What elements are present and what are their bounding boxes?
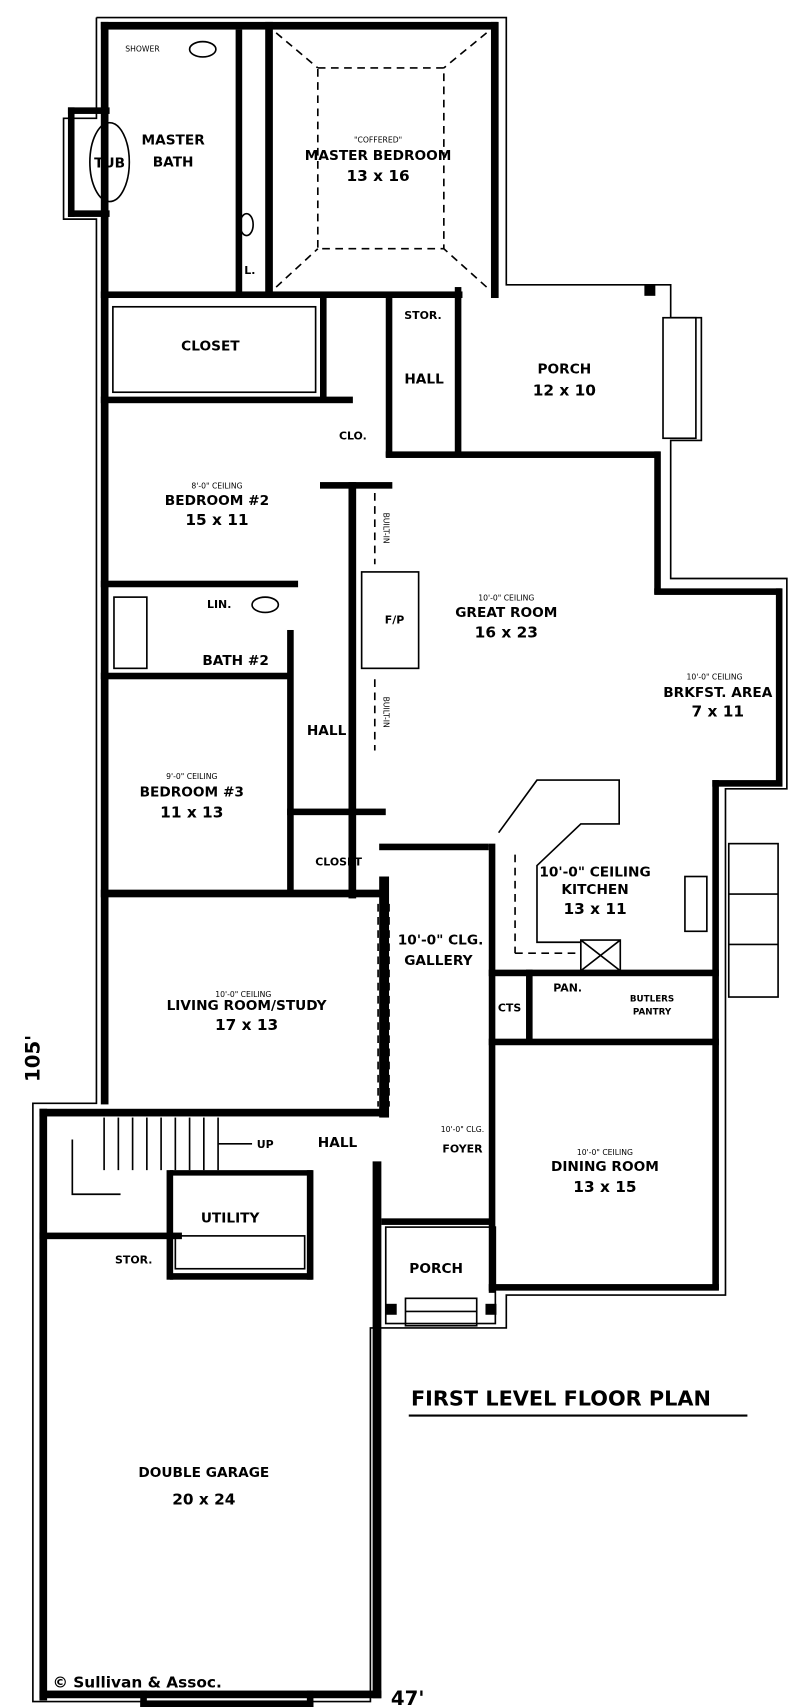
label-hall-bottom: HALL [318,1135,358,1151]
ceiling-foyer: 10'-0" CLG. [441,1125,484,1134]
label-master-bath-2: BATH [153,155,194,171]
label-hall-mid: HALL [307,723,347,739]
dashed-lines [275,32,576,1206]
size-brkfst: 7 x 11 [692,703,745,721]
size-master-bedroom: 13 x 16 [346,167,409,185]
label-living: LIVING ROOM/STUDY [167,998,328,1014]
copyright: © Sullivan & Assoc. [53,1673,222,1691]
label-pantry: PAN. [553,982,582,995]
label-garage: DOUBLE GARAGE [138,1465,269,1481]
walls [39,21,783,1707]
label-clo: CLO. [339,429,367,442]
size-living: 17 x 13 [215,1016,278,1034]
label-foyer: FOYER [442,1143,483,1156]
label-brkfst: BRKFST. AREA [663,685,773,701]
label-utility: UTILITY [201,1211,261,1227]
fixtures [71,40,779,1327]
label-gallery: GALLERY [404,953,473,969]
text-labels: SHOWER TUB MASTER BATH "COFFERED" MASTER… [21,44,772,1707]
label-linen: LIN. [207,598,231,611]
label-bath2: BATH #2 [202,653,269,669]
size-bedroom3: 11 x 13 [160,803,223,821]
ceiling-living: 10'-0" CEILING [215,990,271,999]
ceiling-great-room: 10'-0" CEILING [478,593,534,602]
label-porch-rear: PORCH [538,362,592,378]
label-stor-bottom: STOR. [115,1253,152,1266]
label-butlers-2: PANTRY [633,1008,672,1018]
size-bedroom2: 15 x 11 [185,511,248,529]
ceiling-dining: 10'-0" CEILING [577,1148,633,1157]
label-master-bath-1: MASTER [141,133,205,149]
label-hall-top: HALL [404,371,444,387]
size-porch-rear: 12 x 10 [533,382,596,400]
label-shower: SHOWER [125,44,160,53]
label-cts: CTS [498,1001,521,1014]
label-butlers-1: BUTLERS [630,994,674,1004]
ceiling-kitchen: 10'-0" CEILING [539,865,650,881]
dimension-width: 47' [391,1687,424,1707]
label-bedroom3: BEDROOM #3 [140,785,244,801]
ceiling-bedroom2: 8'-0" CEILING [191,482,242,491]
label-builtin-1: BUILT-IN [382,513,391,544]
plan-title: FIRST LEVEL FLOOR PLAN [411,1387,711,1411]
label-coffered: "COFFERED" [354,135,402,144]
label-dining: DINING ROOM [551,1159,659,1175]
label-bedroom2: BEDROOM #2 [165,493,269,509]
size-great-room: 16 x 23 [475,624,538,642]
size-garage: 20 x 24 [172,1490,235,1508]
stairs [103,1117,253,1171]
label-linen-master: L. [244,264,255,277]
label-kitchen: KITCHEN [561,882,628,898]
label-fireplace: F/P [385,613,404,626]
label-builtin-2: BUILT-IN [382,697,391,728]
size-kitchen: 13 x 11 [563,900,626,918]
label-stor-top: STOR. [404,309,441,322]
dimension-depth: 105' [21,1035,44,1082]
exterior-outline [32,16,788,1703]
label-closet-master: CLOSET [181,339,240,355]
label-great-room: GREAT ROOM [455,605,557,621]
label-tub: TUB [94,156,125,172]
ceiling-brkfst: 10'-0" CEILING [686,672,742,681]
label-closet-b3: CLOSET [315,856,362,869]
size-dining: 13 x 15 [573,1178,636,1196]
label-master-bedroom: MASTER BEDROOM [305,148,452,164]
ceiling-bedroom3: 9'-0" CEILING [166,772,217,781]
ceiling-gallery: 10'-0" CLG. [398,932,484,948]
label-porch-front: PORCH [409,1261,463,1277]
label-stairs-up: UP [257,1138,274,1151]
